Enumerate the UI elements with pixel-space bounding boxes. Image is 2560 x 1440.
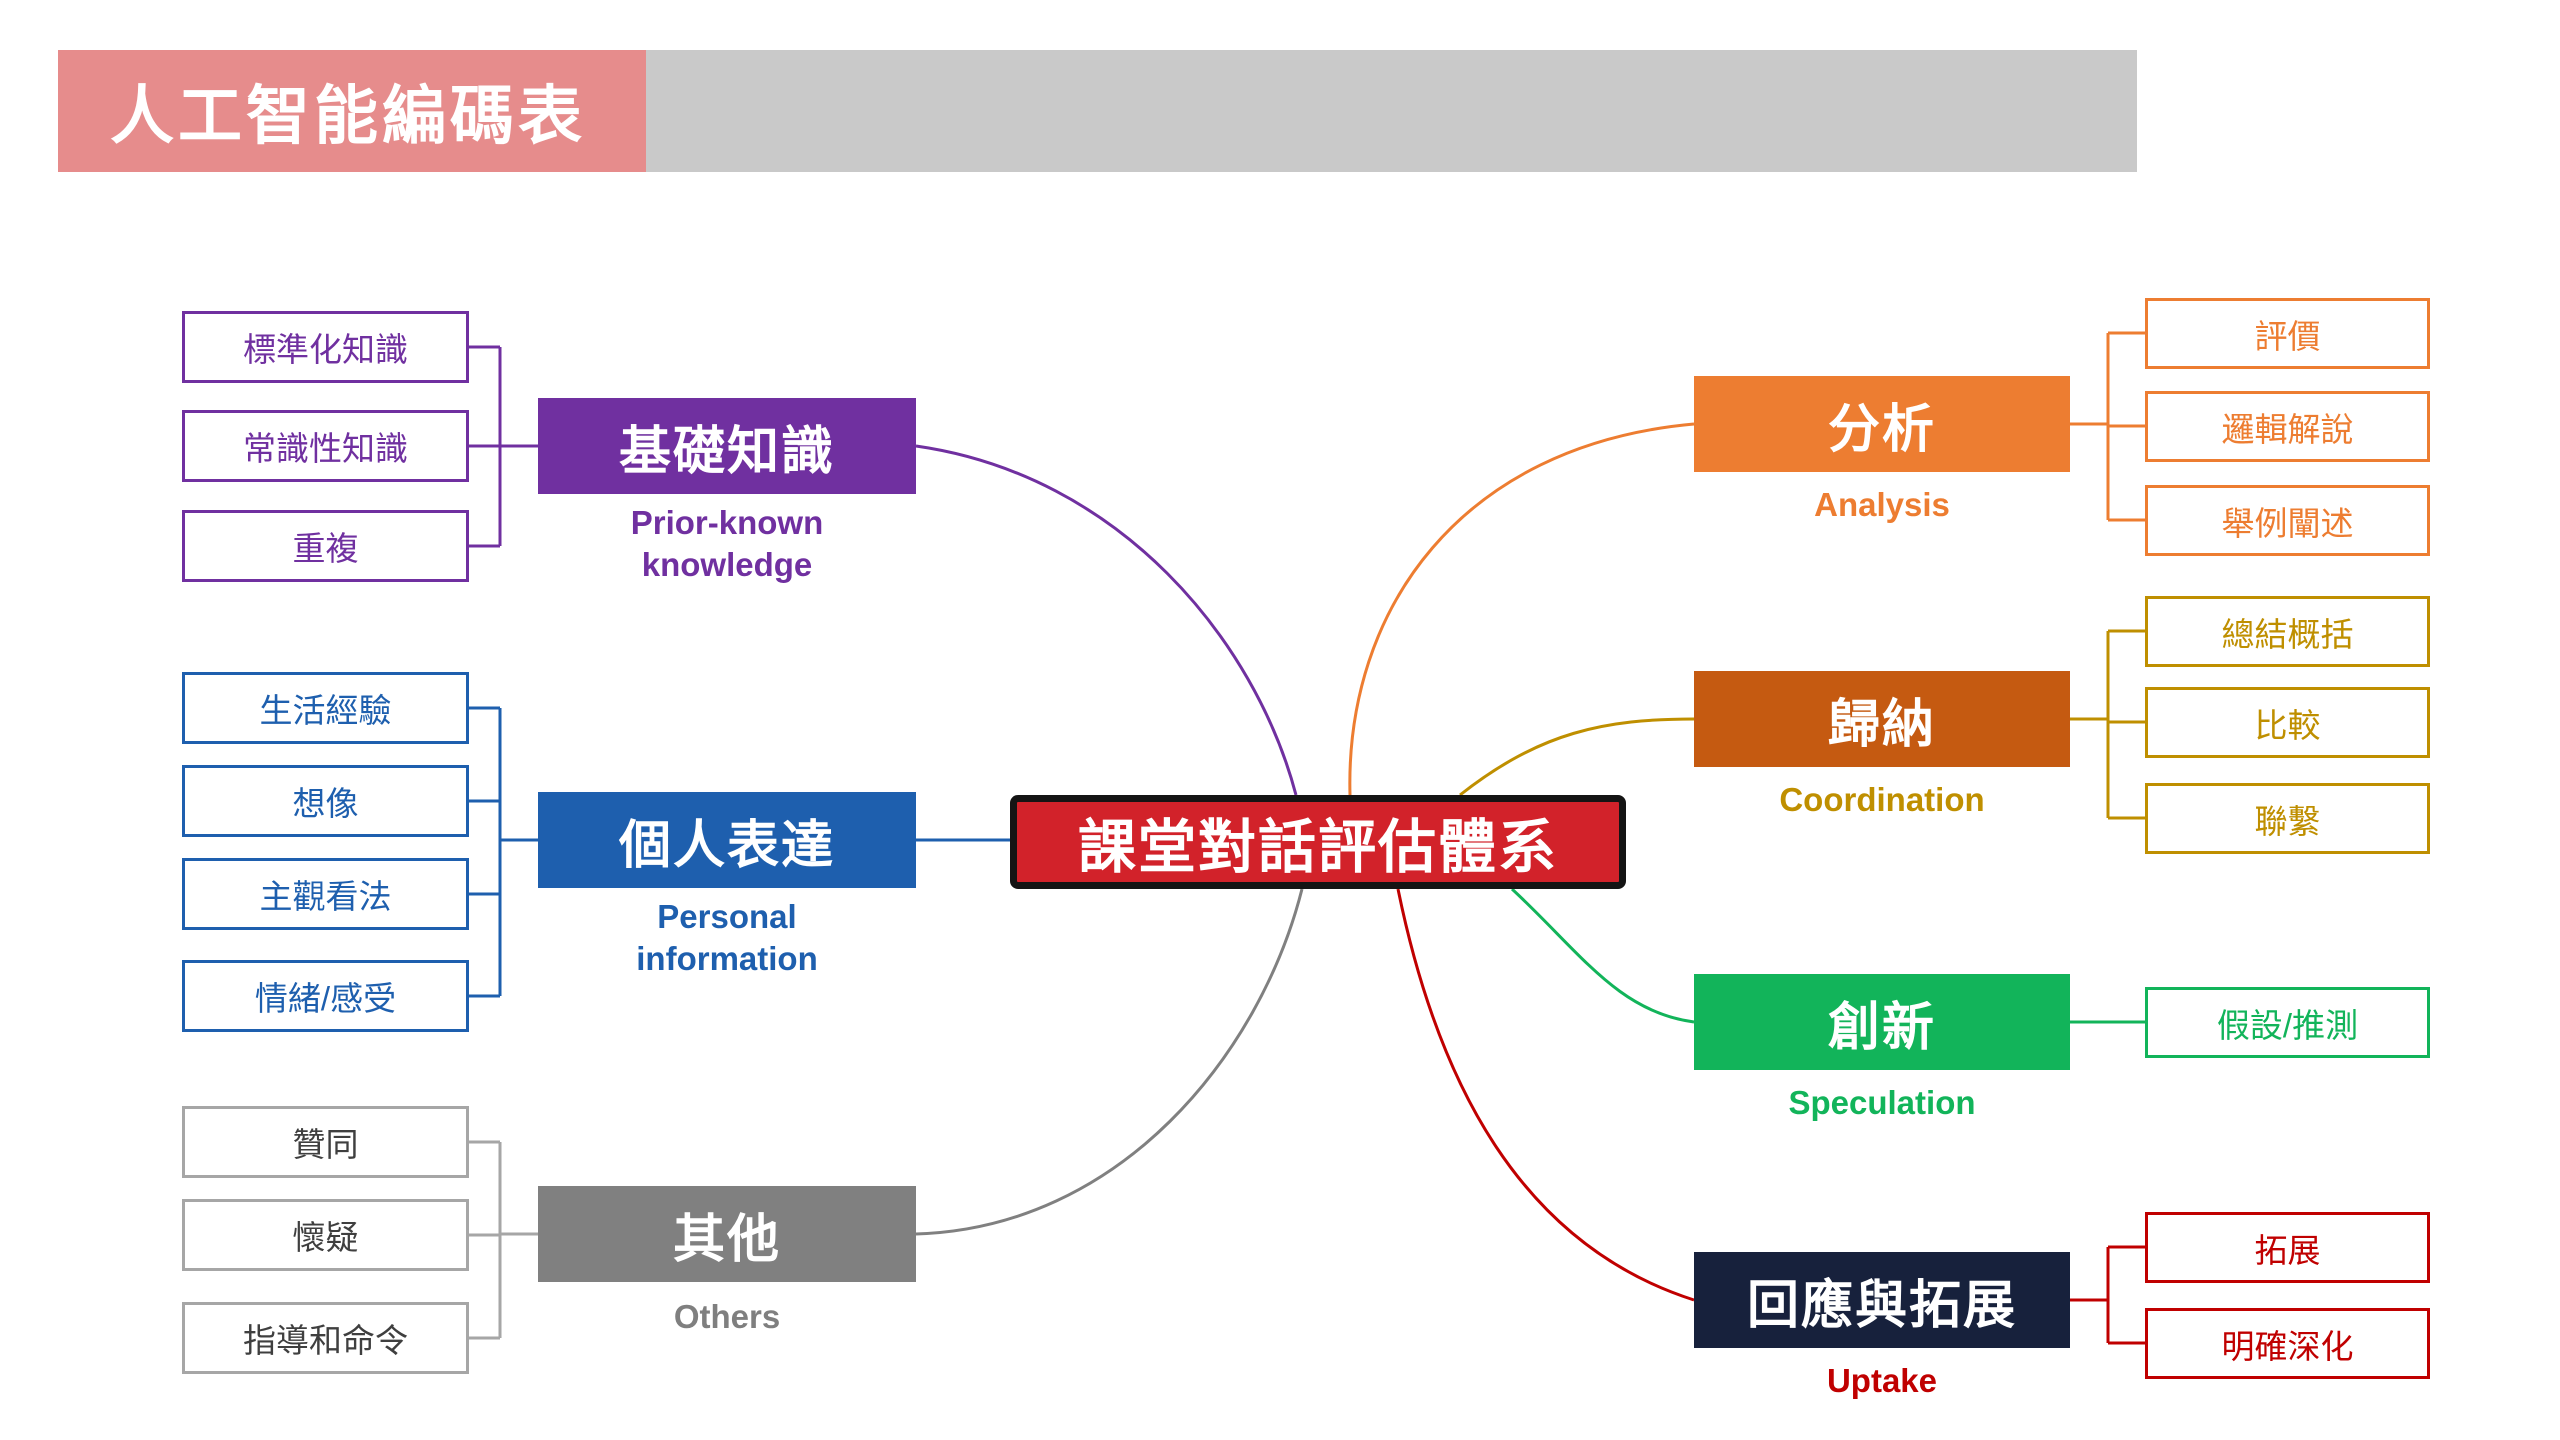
- branch-caption-speculation: Speculation: [1694, 1082, 2070, 1124]
- branch-caption-personal: Personal information: [538, 896, 916, 980]
- center-node: 課堂對話評估體系: [1010, 795, 1626, 889]
- sub-item-label: 拓展: [2254, 1231, 2321, 1269]
- sub-item-label: 明確深化: [2221, 1327, 2354, 1365]
- sub-item-box: 常識性知識: [182, 410, 469, 482]
- curve-others-to-center: [915, 888, 1304, 1236]
- sub-item-box: 標準化知識: [182, 311, 469, 383]
- sub-item-label: 評價: [2254, 317, 2321, 355]
- sub-item-label: 指導和命令: [243, 1322, 408, 1359]
- caption-line: Uptake: [1826, 1362, 1938, 1399]
- sub-item-box: 舉例闡述: [2145, 485, 2430, 556]
- branch-box-others: 其他: [538, 1186, 916, 1282]
- curve-center-to-analysis: [1348, 422, 1695, 796]
- branch-box-prior-knowledge: 基礎知識: [538, 398, 916, 494]
- title-banner-extension: [646, 50, 2137, 172]
- branch-label: 其他: [672, 1210, 781, 1269]
- bracket-uptake: [2070, 1245, 2145, 1345]
- caption-line: information: [636, 940, 818, 977]
- branch-label: 分析: [1827, 400, 1936, 459]
- branch-box-analysis: 分析: [1694, 376, 2070, 472]
- branch-label: 回應與拓展: [1746, 1276, 2017, 1335]
- sub-item-label: 想像: [292, 785, 359, 822]
- caption-line: Personal: [657, 898, 797, 935]
- sub-item-label: 贊同: [292, 1126, 359, 1163]
- branch-caption-prior-knowledge: Prior-known knowledge: [538, 502, 916, 586]
- sub-item-label: 情緒/感受: [254, 980, 397, 1017]
- sub-item-label: 重複: [292, 530, 359, 567]
- sub-item-label: 懷疑: [292, 1219, 359, 1256]
- branch-label: 創新: [1827, 998, 1936, 1057]
- branch-caption-coordination: Coordination: [1694, 779, 2070, 821]
- sub-item-label: 常識性知識: [243, 430, 408, 467]
- center-node-label: 課堂對話評估體系: [1077, 815, 1558, 880]
- sub-item-box: 拓展: [2145, 1212, 2430, 1283]
- curve-center-to-coordination: [1459, 717, 1695, 797]
- caption-line: Analysis: [1814, 486, 1950, 523]
- title-banner: 人工智能編碼表: [58, 50, 646, 172]
- page-title: 人工智能編碼表: [110, 80, 586, 152]
- caption-line: knowledge: [641, 546, 813, 583]
- caption-line: Coordination: [1779, 781, 1985, 818]
- curve-prior-to-center: [915, 444, 1298, 796]
- sub-item-label: 標準化知識: [243, 331, 408, 368]
- sub-item-box: 重複: [182, 510, 469, 582]
- sub-item-box: 總結概括: [2145, 596, 2430, 667]
- sub-item-label: 比較: [2254, 706, 2321, 744]
- branch-caption-others: Others: [538, 1296, 916, 1338]
- sub-item-box: 明確深化: [2145, 1308, 2430, 1379]
- branch-label: 歸納: [1827, 695, 1936, 754]
- branch-caption-uptake: Uptake: [1694, 1360, 2070, 1402]
- caption-line: Others: [673, 1298, 781, 1335]
- sub-item-box: 邏輯解說: [2145, 391, 2430, 462]
- sub-item-box: 比較: [2145, 687, 2430, 758]
- bracket-personal: [469, 706, 538, 998]
- branch-box-speculation: 創新: [1694, 974, 2070, 1070]
- branch-box-coordination: 歸納: [1694, 671, 2070, 767]
- caption-line: Prior-known: [630, 504, 824, 541]
- bracket-coordination: [2070, 629, 2145, 820]
- branch-caption-analysis: Analysis: [1694, 484, 2070, 526]
- bracket-analysis: [2070, 331, 2145, 522]
- branch-box-uptake: 回應與拓展: [1694, 1252, 2070, 1348]
- sub-item-box: 主觀看法: [182, 858, 469, 930]
- curve-center-to-uptake: [1396, 888, 1695, 1302]
- sub-item-box: 贊同: [182, 1106, 469, 1178]
- sub-item-label: 邏輯解說: [2221, 410, 2354, 448]
- sub-item-label: 假設/推測: [2216, 1006, 2359, 1044]
- sub-item-box: 想像: [182, 765, 469, 837]
- sub-item-label: 主觀看法: [259, 878, 392, 915]
- curve-center-to-speculation: [1510, 887, 1695, 1024]
- branch-box-personal: 個人表達: [538, 792, 916, 888]
- sub-item-box: 懷疑: [182, 1199, 469, 1271]
- sub-item-box: 評價: [2145, 298, 2430, 369]
- sub-item-box: 指導和命令: [182, 1302, 469, 1374]
- sub-item-box: 假設/推測: [2145, 987, 2430, 1058]
- sub-item-box: 情緒/感受: [182, 960, 469, 1032]
- sub-item-box: 聯繫: [2145, 783, 2430, 854]
- branch-label: 基礎知識: [618, 422, 835, 481]
- branch-label: 個人表達: [618, 816, 835, 875]
- sub-item-box: 生活經驗: [182, 672, 469, 744]
- caption-line: Speculation: [1788, 1084, 1976, 1121]
- sub-item-label: 總結概括: [2221, 615, 2354, 653]
- bracket-prior-knowledge: [469, 345, 538, 548]
- sub-item-label: 舉例闡述: [2221, 504, 2354, 542]
- sub-item-label: 聯繫: [2254, 802, 2321, 840]
- bracket-others: [469, 1140, 538, 1340]
- sub-item-label: 生活經驗: [259, 692, 392, 729]
